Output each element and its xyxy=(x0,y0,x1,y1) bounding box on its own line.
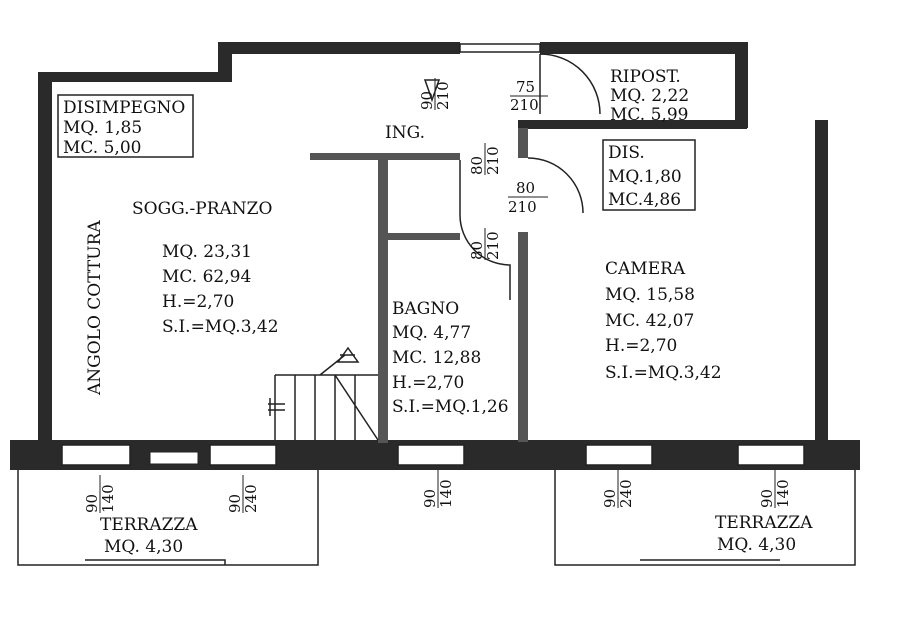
svg-text:210: 210 xyxy=(434,81,452,110)
svg-text:90: 90 xyxy=(418,91,436,110)
svg-text:140: 140 xyxy=(99,484,117,513)
room-mc: MC. 5,99 xyxy=(610,105,688,125)
room-si: S.I.=MQ.3,42 xyxy=(162,317,279,337)
svg-text:90: 90 xyxy=(83,494,101,513)
camera-label: CAMERA MQ. 15,58 MC. 42,07 H.=2,70 S.I.=… xyxy=(605,259,722,383)
room-mc: MC. 62,94 xyxy=(162,267,251,287)
svg-text:210: 210 xyxy=(508,198,537,216)
svg-text:240: 240 xyxy=(242,484,260,513)
svg-text:210: 210 xyxy=(510,96,539,114)
room-mq: MQ.1,80 xyxy=(608,167,682,187)
angolo-cottura-label: ANGOLO COTTURA xyxy=(85,220,105,396)
svg-text:80: 80 xyxy=(468,156,486,175)
soggiorno-label: SOGG.-PRANZO MQ. 23,31 MC. 62,94 H.=2,70… xyxy=(132,199,279,337)
room-h: H.=2,70 xyxy=(605,336,677,356)
svg-text:90: 90 xyxy=(758,489,776,508)
room-mq: MQ. 1,85 xyxy=(63,118,142,138)
room-mq: MQ. 4,30 xyxy=(717,535,796,555)
room-mq: MQ. 4,30 xyxy=(104,537,183,557)
room-mc: MC. 42,07 xyxy=(605,311,694,331)
svg-text:90: 90 xyxy=(421,489,439,508)
room-mq: MQ. 2,22 xyxy=(610,86,689,106)
terrazza-left-label: TERRAZZA MQ. 4,30 xyxy=(100,515,198,557)
bagno-label: BAGNO MQ. 4,77 MC. 12,88 H.=2,70 S.I.=MQ… xyxy=(392,299,509,417)
terraces xyxy=(17,470,856,566)
room-mc: MC. 12,88 xyxy=(392,348,481,368)
room-name: RIPOST. xyxy=(610,67,681,87)
room-mc: MC. 5,00 xyxy=(63,138,141,158)
ingresso-label: ING. xyxy=(385,123,425,143)
room-mq: MQ. 15,58 xyxy=(605,285,695,305)
room-name: DIS. xyxy=(608,143,645,163)
svg-text:90: 90 xyxy=(601,489,619,508)
disimpegno-box xyxy=(57,94,194,158)
terrazza-right-label: TERRAZZA MQ. 4,30 xyxy=(715,513,813,555)
dis-label: DIS. MQ.1,80 MC.4,86 xyxy=(608,143,682,210)
svg-text:90: 90 xyxy=(226,494,244,513)
windows xyxy=(61,43,805,466)
room-h: H.=2,70 xyxy=(392,373,464,393)
room-si: S.I.=MQ.1,26 xyxy=(392,397,509,417)
stairs xyxy=(268,346,379,441)
svg-text:240: 240 xyxy=(617,479,635,508)
svg-text:140: 140 xyxy=(774,479,792,508)
room-mc: MC.4,86 xyxy=(608,190,681,210)
room-name: DISIMPEGNO xyxy=(63,98,185,118)
svg-text:210: 210 xyxy=(484,231,502,260)
svg-text:210: 210 xyxy=(484,146,502,175)
dis-box xyxy=(602,139,696,211)
room-name: BAGNO xyxy=(392,299,459,319)
svg-text:75: 75 xyxy=(516,78,535,96)
room-h: H.=2,70 xyxy=(162,292,234,312)
room-name: CAMERA xyxy=(605,259,686,279)
room-mq: MQ. 23,31 xyxy=(162,242,252,262)
disimpegno-label: DISIMPEGNO MQ. 1,85 MC. 5,00 xyxy=(63,98,185,158)
room-name: SOGG.-PRANZO xyxy=(132,199,272,219)
room-si: S.I.=MQ.3,42 xyxy=(605,363,722,383)
svg-text:140: 140 xyxy=(437,479,455,508)
svg-text:80: 80 xyxy=(468,241,486,260)
svg-text:80: 80 xyxy=(516,179,535,197)
room-mq: MQ. 4,77 xyxy=(392,323,471,343)
room-name: TERRAZZA xyxy=(715,513,813,533)
room-name: TERRAZZA xyxy=(100,515,198,535)
ripostiglio-label: RIPOST. MQ. 2,22 MC. 5,99 xyxy=(610,67,689,125)
doors xyxy=(423,53,601,300)
